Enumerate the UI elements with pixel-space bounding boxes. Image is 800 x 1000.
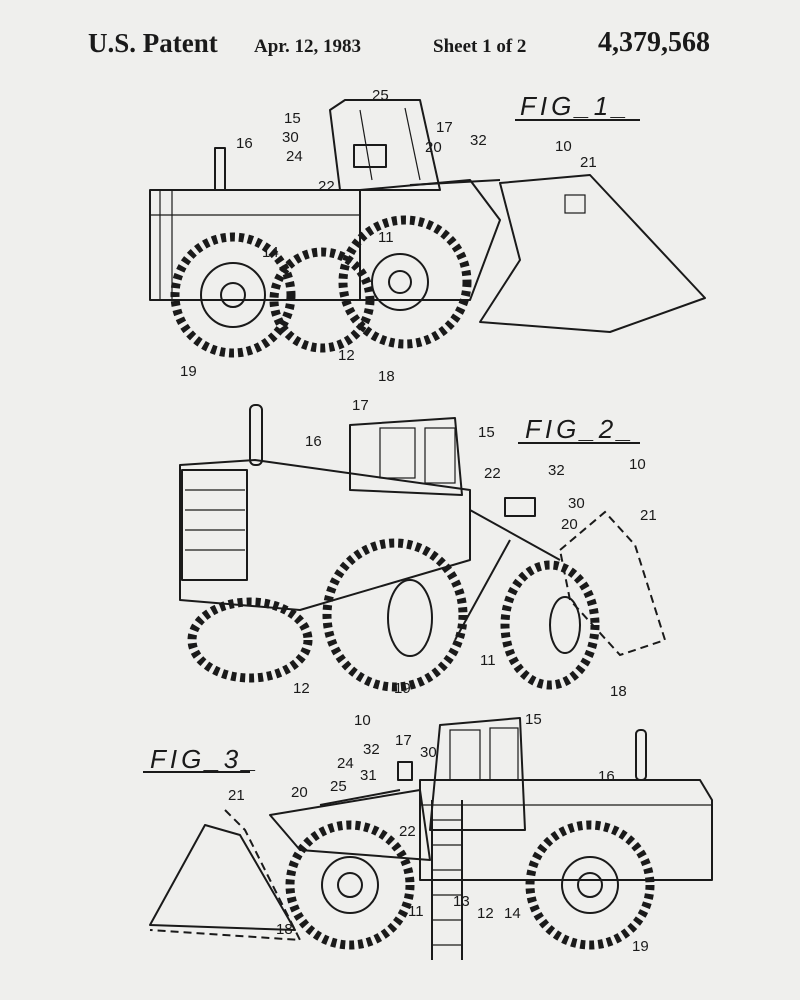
ref-numeral: 17 [395, 732, 412, 749]
operator-cab [349, 417, 463, 496]
radiator-grille [181, 469, 248, 581]
reference-numerals-fig-3: 10 17 15 16 32 30 24 31 25 20 21 22 13 1… [228, 711, 649, 955]
exhaust-stack [249, 404, 263, 466]
ref-numeral: 14 [504, 905, 521, 922]
bucket [558, 510, 667, 657]
ref-numeral: 16 [598, 768, 615, 785]
ref-numeral: 15 [525, 711, 542, 728]
light-assembly [353, 144, 387, 168]
patent-number: 4,379,568 [598, 27, 710, 58]
figure-2-label: FIG_2_ [525, 414, 636, 444]
ref-numeral: 16 [305, 433, 322, 450]
lift-cylinder [319, 789, 401, 806]
engine-housing [419, 779, 713, 881]
ref-numeral: 30 [568, 495, 585, 512]
ref-numeral: 31 [360, 767, 377, 784]
ref-numeral: 10 [555, 138, 572, 155]
bucket-outline [149, 809, 302, 942]
ref-numeral: 21 [580, 154, 597, 171]
ref-numeral: 20 [425, 139, 442, 156]
ref-numeral: 20 [291, 784, 308, 801]
ref-numeral: 24 [286, 148, 303, 165]
front-tire [338, 215, 472, 349]
ref-numeral: 32 [548, 462, 565, 479]
operator-cab [329, 99, 441, 191]
exhaust-stack [635, 729, 647, 781]
ref-numeral: 19 [632, 938, 649, 955]
figure-3: FIG_3_ 10 17 1 [143, 711, 713, 960]
engine-housing [179, 459, 471, 611]
ref-numeral: 18 [378, 368, 395, 385]
loader-1 [149, 99, 706, 358]
ref-numeral: 11 [480, 652, 496, 669]
ref-numeral: 13 [453, 893, 470, 910]
rear-tire [525, 820, 655, 950]
ref-numeral: 12 [477, 905, 494, 922]
ref-numeral: 21 [228, 787, 245, 804]
lift-arm [269, 789, 431, 861]
loader-3 [149, 717, 713, 960]
lift-arm [469, 509, 561, 561]
reference-numerals-fig-1: 25 15 17 30 32 24 20 10 21 16 22 14 11 1… [180, 87, 597, 385]
ref-numeral: 25 [330, 778, 347, 795]
ref-numeral: 30 [282, 129, 299, 146]
reference-numerals-fig-2: 17 15 16 22 32 10 30 20 21 12 19 11 18 [293, 397, 657, 700]
engine-housing [149, 189, 361, 301]
ref-numeral: 22 [318, 178, 335, 195]
ref-numeral: 24 [337, 755, 354, 772]
ref-numeral: 20 [561, 516, 578, 533]
ref-numeral: 15 [478, 424, 495, 441]
figure-2: FIG_2_ 17 15 16 22 32 10 3 [179, 397, 667, 700]
lift-cylinder [409, 179, 501, 186]
ref-numeral: 19 [180, 363, 197, 380]
figure-1: FIG_1_ 25 15 17 30 32 [149, 87, 706, 385]
ref-numeral: 17 [352, 397, 369, 414]
ref-numeral: 17 [436, 119, 453, 136]
front-tire [285, 820, 415, 950]
ref-numeral: 11 [408, 903, 424, 920]
front-left-tire [322, 538, 468, 692]
rear-tire [187, 597, 313, 683]
ref-numeral: 18 [610, 683, 627, 700]
ref-numeral: 16 [236, 135, 253, 152]
rear-tire [170, 232, 296, 358]
ref-numeral: 30 [420, 744, 437, 761]
rear-tire-far [269, 247, 375, 353]
exhaust-stack [214, 147, 226, 191]
ref-numeral: 25 [372, 87, 389, 104]
operator-cab [429, 717, 526, 831]
light-assembly [397, 761, 413, 781]
access-ladder [431, 800, 463, 960]
ref-numeral: 32 [470, 132, 487, 149]
ref-numeral: 15 [284, 110, 301, 127]
ref-numeral: 10 [354, 712, 371, 729]
ref-numeral: 22 [399, 823, 416, 840]
patent-date: Apr. 12, 1983 [254, 36, 361, 57]
figure-1-label: FIG_1_ [520, 91, 631, 121]
front-frame [359, 179, 501, 301]
figure-3-label: FIG_3_ [150, 744, 261, 774]
ref-numeral: 12 [293, 680, 310, 697]
light-assembly [504, 497, 536, 517]
sheet-number: Sheet 1 of 2 [433, 36, 527, 57]
ref-numeral: 32 [363, 741, 380, 758]
ref-numeral: 11 [378, 229, 394, 246]
ref-numeral: 12 [338, 347, 355, 364]
patent-title: U.S. Patent [88, 28, 218, 58]
loader-2 [179, 404, 667, 692]
bucket [479, 174, 706, 333]
ref-numeral: 10 [629, 456, 646, 473]
ref-numeral: 14 [262, 244, 279, 261]
ref-numeral: 18 [276, 921, 293, 938]
ref-numeral: 22 [484, 465, 501, 482]
front-right-tire [500, 560, 600, 690]
ref-numeral: 19 [394, 680, 411, 697]
ref-numeral: 21 [640, 507, 657, 524]
bucket [149, 824, 296, 931]
